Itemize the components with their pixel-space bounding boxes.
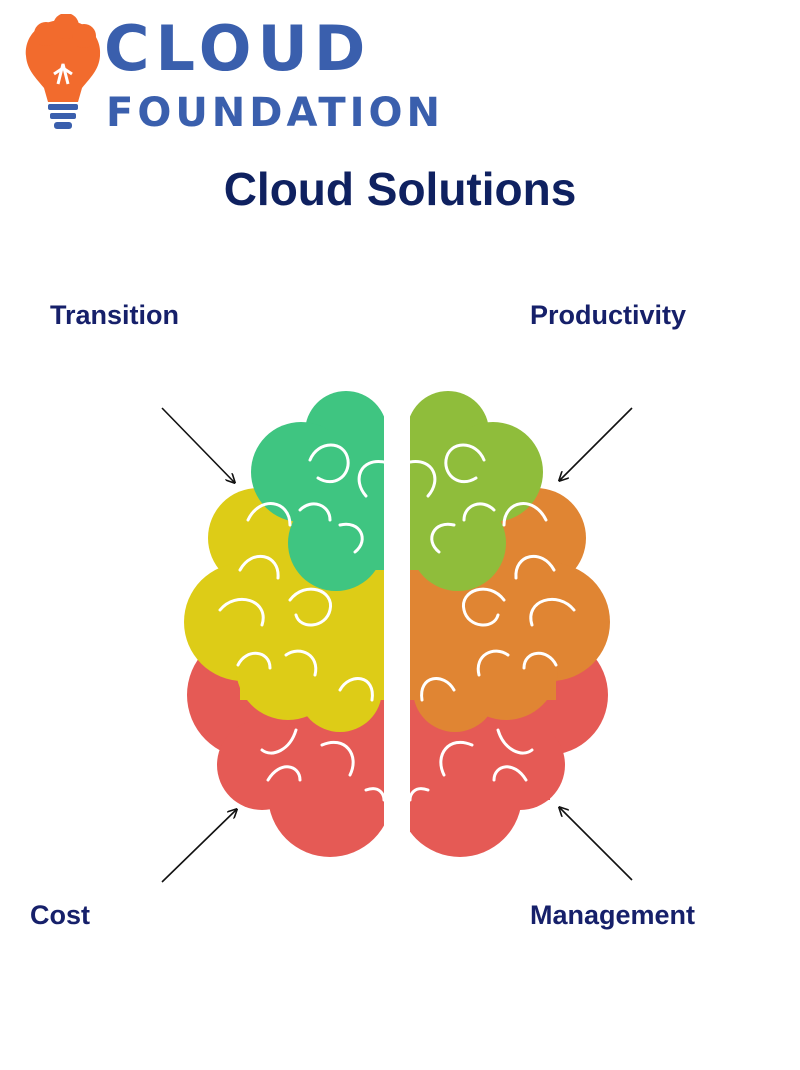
label-transition: Transition xyxy=(50,300,180,330)
brain-left-folds xyxy=(218,443,384,802)
brain-right-hemisphere xyxy=(410,391,610,857)
label-productivity: Productivity xyxy=(530,300,687,330)
arrow-productivity xyxy=(560,407,633,480)
arrow-cost xyxy=(161,810,236,883)
brand-logo: CLOUD FOUNDATION xyxy=(18,12,478,136)
brain-lobe-red-right xyxy=(410,635,608,857)
logo-text-cloud: CLOUD xyxy=(104,12,372,85)
arrow-management xyxy=(560,808,633,881)
connector-arrows xyxy=(161,407,633,883)
brain-left-hemisphere xyxy=(184,391,384,857)
lightbulb-icon xyxy=(25,14,101,129)
label-cost: Cost xyxy=(30,900,90,930)
page-title: Cloud Solutions xyxy=(223,163,577,215)
label-management: Management xyxy=(530,900,696,930)
brain-right-folds xyxy=(410,443,576,802)
arrow-transition xyxy=(161,407,234,482)
logo-text-foundation: FOUNDATION xyxy=(106,90,444,136)
